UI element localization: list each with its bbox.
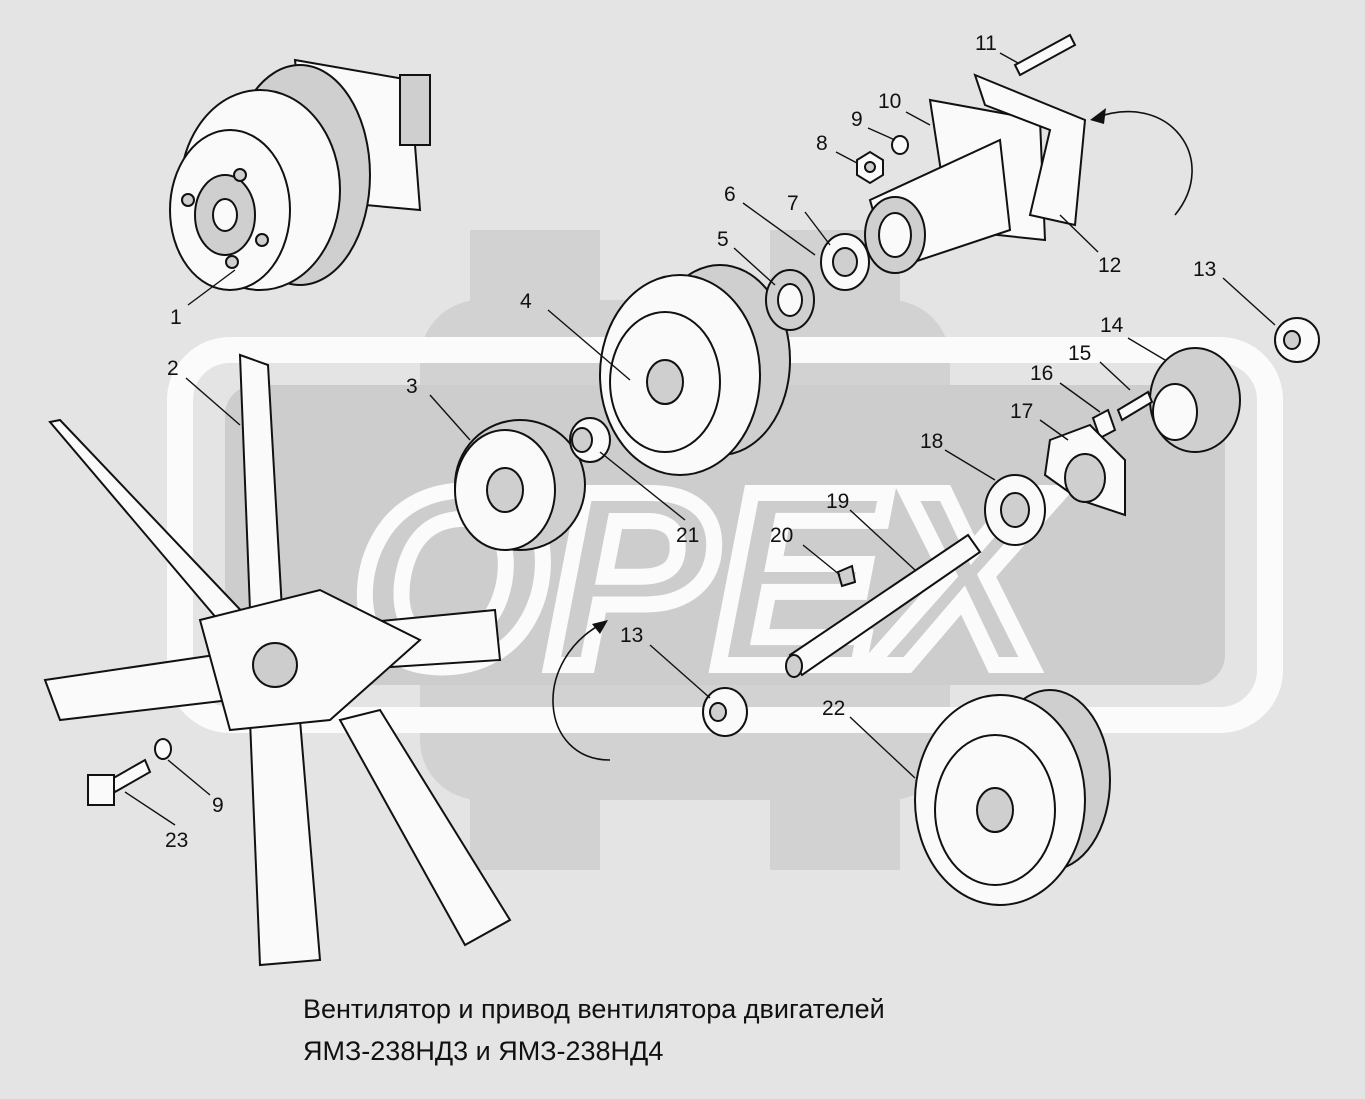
part-13-nut-center: [702, 687, 748, 737]
part-8-nut: [856, 150, 884, 185]
part-21-sleeve: [569, 417, 611, 463]
callout-4: 4: [520, 290, 532, 313]
rotation-arrow-bottom: [552, 620, 611, 761]
part-22-pulley: [914, 689, 1111, 906]
callout-1: 1: [170, 306, 182, 329]
callout-10: 10: [878, 90, 901, 113]
part-13-nut-right: [1274, 317, 1320, 363]
callout-14: 14: [1100, 314, 1124, 337]
caption-line-1: Вентилятор и привод вентилятора двигател…: [303, 994, 885, 1024]
callout-9-bottom: 9: [212, 794, 224, 817]
callout-9-top: 9: [851, 108, 863, 131]
watermark: OPEX: [167, 230, 1283, 870]
callout-20: 20: [770, 524, 793, 547]
part-11-stud: [1013, 33, 1077, 77]
callout-16: 16: [1030, 362, 1053, 385]
callout-18: 18: [920, 430, 943, 453]
leader-lines: [124, 52, 1276, 826]
part-19-shaft: [785, 533, 982, 678]
callout-17: 17: [1010, 400, 1033, 423]
callout-11: 11: [975, 32, 997, 55]
callout-12: 12: [1098, 254, 1121, 277]
callout-13-center: 13: [620, 624, 643, 647]
part-23-bolt: [87, 758, 152, 806]
callout-5: 5: [717, 228, 729, 251]
part-5-ring: [765, 269, 815, 331]
part-18-bearing: [984, 474, 1046, 546]
callout-23: 23: [165, 829, 188, 852]
part-17-flange: [1043, 423, 1126, 517]
part-7-bearing: [820, 233, 870, 291]
caption-line-2: ЯМЗ-238НД3 и ЯМЗ-238НД4: [303, 1036, 664, 1066]
callout-13-right: 13: [1193, 258, 1216, 281]
callout-6: 6: [724, 183, 736, 206]
part-9-washer-bottom: [154, 738, 172, 760]
callout-22: 22: [822, 697, 845, 720]
callout-15: 15: [1068, 342, 1091, 365]
diagram-caption: Вентилятор и привод вентилятора двигател…: [303, 988, 885, 1072]
callout-labels: 1 2 3 4 5 6 7 8 9 10 11 12 13 14 15 16 1…: [165, 32, 1216, 852]
part-1-fan-drive-assembly: [169, 58, 431, 291]
callout-8: 8: [816, 132, 828, 155]
part-20-key: [836, 564, 857, 588]
callout-2: 2: [167, 357, 179, 380]
callout-21: 21: [676, 524, 699, 547]
part-10-housing: [864, 98, 1047, 274]
part-15-bolt: [1116, 390, 1154, 422]
rotation-arrow-top: [1090, 108, 1193, 216]
callout-19: 19: [826, 490, 849, 513]
part-12-gasket: [973, 73, 1087, 227]
callout-3: 3: [406, 375, 418, 398]
part-3-hub: [454, 419, 586, 551]
part-9-washer-top: [891, 135, 909, 155]
part-2-fan: [43, 353, 512, 967]
part-4-pulley: [599, 264, 791, 476]
part-14-gear: [1149, 347, 1241, 453]
callout-7: 7: [787, 192, 799, 215]
